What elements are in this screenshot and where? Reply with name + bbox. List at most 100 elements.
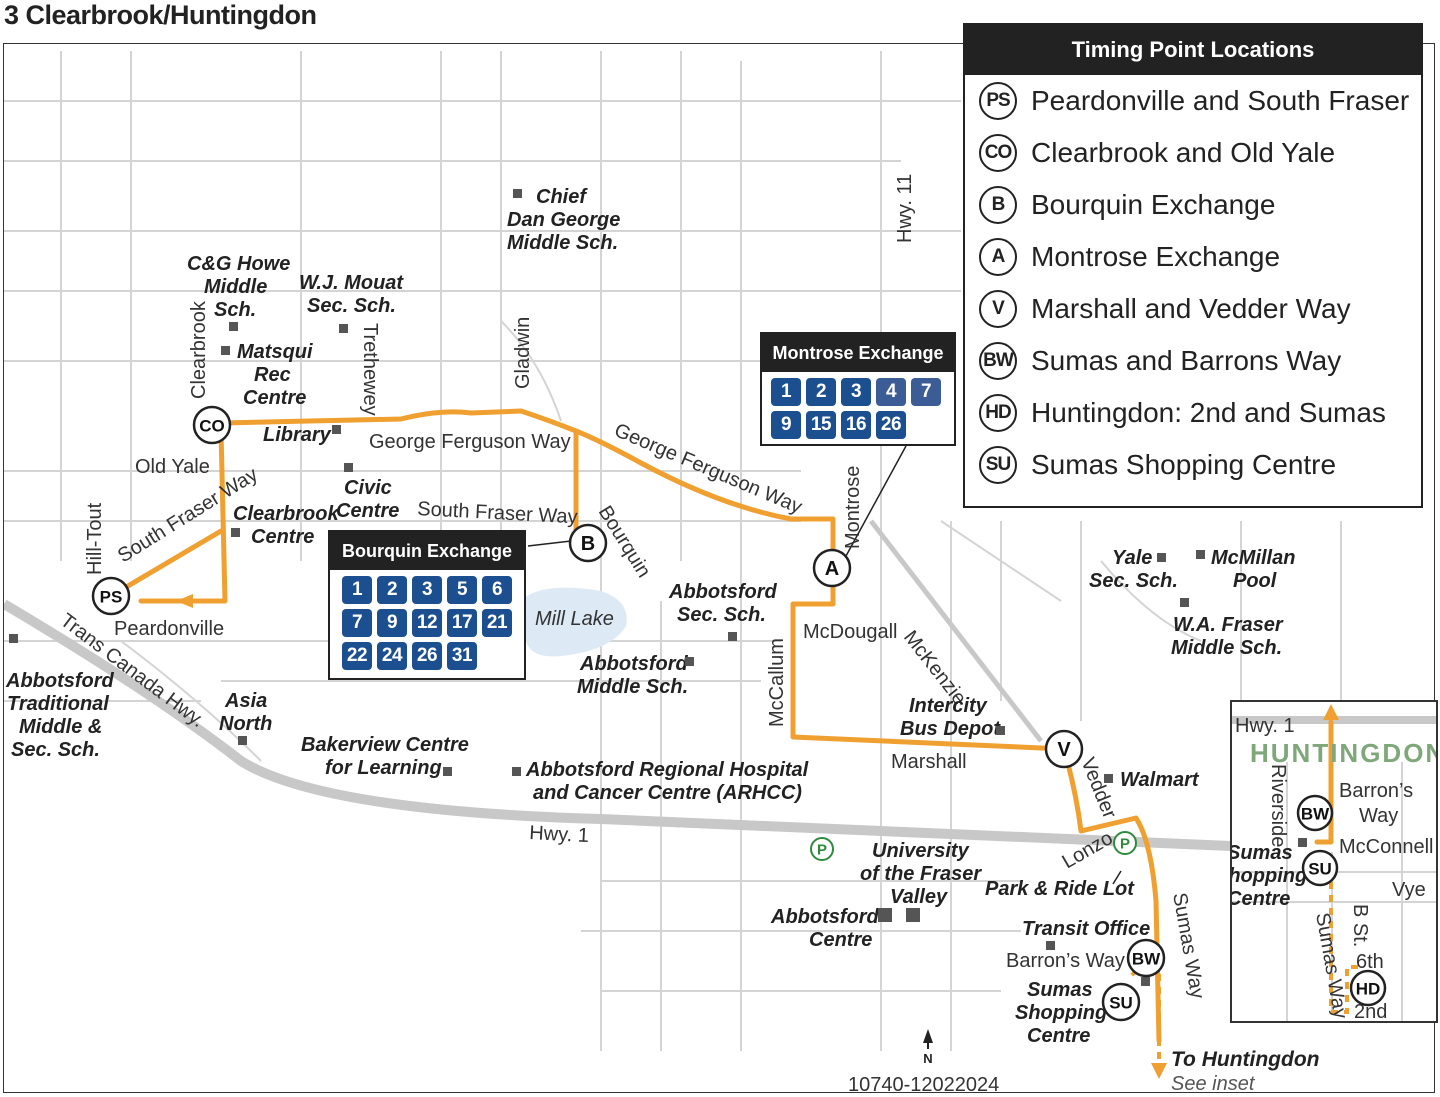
route-badge[interactable]: 5: [447, 576, 477, 604]
poi-transit-office: Transit Office: [1022, 918, 1150, 950]
arrow-up-icon: [1323, 704, 1339, 720]
route-badge[interactable]: 15: [806, 411, 836, 439]
mill-lake: [521, 587, 627, 657]
svg-text:Sec. Sch.: Sec. Sch.: [677, 604, 766, 626]
timing-point-bw[interactable]: BW: [1126, 938, 1166, 978]
poi-mcmillan-pool: McMillan Pool: [1196, 547, 1295, 592]
timing-point-co[interactable]: CO: [192, 405, 232, 445]
inset-timing-point-hd[interactable]: HD: [1349, 969, 1387, 1007]
route-badge[interactable]: 21: [482, 609, 512, 637]
route-badge[interactable]: 3: [841, 378, 871, 406]
park-ride-icon: P: [810, 837, 834, 861]
svg-text:Centre: Centre: [1027, 1025, 1090, 1047]
legend-row-v: V Marshall and Vedder Way: [965, 283, 1421, 335]
inset-2nd: 2nd: [1354, 1001, 1387, 1023]
timing-point-a[interactable]: A: [812, 548, 852, 588]
timing-point-v[interactable]: V: [1044, 729, 1084, 769]
svg-text:Sec. Sch.: Sec. Sch.: [11, 739, 100, 761]
poi-wj-mouat: W.J. Mouat Sec. Sch.: [299, 272, 404, 333]
timing-point-su[interactable]: SU: [1101, 982, 1141, 1022]
svg-text:Park & Ride Lot: Park & Ride Lot: [985, 878, 1135, 900]
route-badge[interactable]: 17: [447, 609, 477, 637]
svg-text:V: V: [1057, 739, 1071, 761]
poi-asia-north: Asia North: [219, 690, 272, 745]
route-badge[interactable]: 4: [876, 378, 906, 406]
poi-cg-howe: C&G Howe Middle Sch.: [187, 253, 290, 331]
route-badge[interactable]: 26: [412, 642, 442, 670]
svg-text:Middle Sch.: Middle Sch.: [507, 232, 618, 254]
legend-row-bw: BW Sumas and Barrons Way: [965, 335, 1421, 387]
route-badge[interactable]: 7: [342, 609, 372, 637]
svg-text:and Cancer Centre (ARHCC): and Cancer Centre (ARHCC): [533, 782, 802, 804]
legend-row-co: CO Clearbrook and Old Yale: [965, 127, 1421, 179]
route-badge[interactable]: 12: [412, 609, 442, 637]
street-montrose: Montrose: [842, 466, 864, 549]
inset-b-st: B St.: [1349, 904, 1371, 947]
svg-text:Civic: Civic: [344, 477, 392, 499]
montrose-exchange-routes: 1 2 3 4 7 9 15 16 26: [762, 372, 954, 445]
svg-text:C&G Howe: C&G Howe: [187, 253, 290, 275]
route-badge[interactable]: 6: [482, 576, 512, 604]
route-line: [138, 408, 1162, 1044]
route-badge[interactable]: 16: [841, 411, 871, 439]
svg-text:Middle Sch.: Middle Sch.: [1171, 637, 1282, 659]
route-badge[interactable]: 26: [876, 411, 906, 439]
poi-sumas-shopping: Sumas Shopping Centre: [1015, 977, 1150, 1047]
svg-text:Valley: Valley: [890, 886, 948, 908]
bourquin-exchange-box: Bourquin Exchange 1 2 3 5 6 7 9 12 17 21…: [328, 530, 526, 680]
legend-label: Peardonville and South Fraser: [1031, 85, 1410, 116]
park-ride-pointer: [1112, 870, 1122, 885]
route-badge[interactable]: 24: [377, 642, 407, 670]
arrow-down-icon: [1151, 1063, 1167, 1079]
route-badge[interactable]: 7: [911, 378, 941, 406]
street-vedder: Vedder: [1076, 755, 1120, 822]
svg-text:SU: SU: [1109, 994, 1133, 1013]
svg-text:Middle: Middle: [204, 276, 267, 298]
route-badge[interactable]: 1: [342, 576, 372, 604]
svg-text:Walmart: Walmart: [1120, 769, 1200, 791]
svg-text:B: B: [581, 533, 595, 555]
inset-sumas-shopping-1: Sumas: [1232, 842, 1293, 864]
huntingdon-inset[interactable]: Hwy. 1 HUNTINGDON Riverside Barron’s Way…: [1230, 700, 1438, 1023]
svg-text:Shopping: Shopping: [1015, 1002, 1107, 1024]
street-trethewey: Trethewey: [359, 323, 381, 416]
route-badge[interactable]: 9: [771, 411, 801, 439]
street-hwy1: Hwy. 1: [529, 822, 590, 847]
poi-yale-sec: Yale Sec. Sch.: [1089, 547, 1178, 592]
route-badge[interactable]: 2: [377, 576, 407, 604]
to-huntingdon-label: To Huntingdon: [1171, 1048, 1320, 1071]
montrose-exchange-title: Montrose Exchange: [762, 334, 954, 372]
svg-text:for Learning: for Learning: [325, 757, 442, 779]
svg-text:Sumas: Sumas: [1027, 979, 1093, 1001]
svg-text:PS: PS: [100, 588, 123, 607]
route-badge[interactable]: 1: [771, 378, 801, 406]
svg-text:Dan George: Dan George: [507, 209, 620, 231]
street-sumas-way: Sumas Way: [1168, 891, 1208, 1000]
poi-walmart: Walmart: [1104, 769, 1200, 791]
legend-row-a: A Montrose Exchange: [965, 231, 1421, 283]
svg-text:Abbotsford: Abbotsford: [579, 653, 689, 675]
inset-sumas-shopping-3: Centre: [1232, 888, 1290, 910]
inset-timing-point-su[interactable]: SU: [1301, 849, 1339, 887]
bourquin-exchange-routes: 1 2 3 5 6 7 9 12 17 21 22 24 26 31: [330, 570, 524, 676]
route-badge[interactable]: 2: [806, 378, 836, 406]
legend-label: Clearbrook and Old Yale: [1031, 137, 1336, 168]
route-badge[interactable]: 31: [447, 642, 477, 670]
street-hwy11: Hwy. 11: [894, 174, 916, 243]
svg-text:Centre: Centre: [251, 526, 314, 548]
route-badge[interactable]: 3: [412, 576, 442, 604]
route-badge[interactable]: 22: [342, 642, 372, 670]
poi-intercity: Intercity Bus Depot: [900, 695, 1005, 740]
timing-point-ps[interactable]: PS: [91, 576, 131, 616]
see-inset-label: See inset: [1171, 1073, 1256, 1093]
poi-abbotsford-centre: Abbotsford Centre: [770, 906, 920, 951]
timing-point-b[interactable]: B: [568, 523, 608, 563]
svg-text:Sec. Sch.: Sec. Sch.: [1089, 570, 1178, 592]
timing-point-legend: Timing Point Locations PS Peardonville a…: [963, 23, 1423, 508]
inset-mcconnell: McConnell: [1339, 836, 1433, 858]
legend-label: Sumas Shopping Centre: [1031, 449, 1337, 480]
legend-label: Marshall and Vedder Way: [1031, 293, 1351, 324]
inset-timing-point-bw[interactable]: BW: [1296, 794, 1334, 832]
svg-text:Transit Office: Transit Office: [1022, 918, 1150, 940]
route-badge[interactable]: 9: [377, 609, 407, 637]
